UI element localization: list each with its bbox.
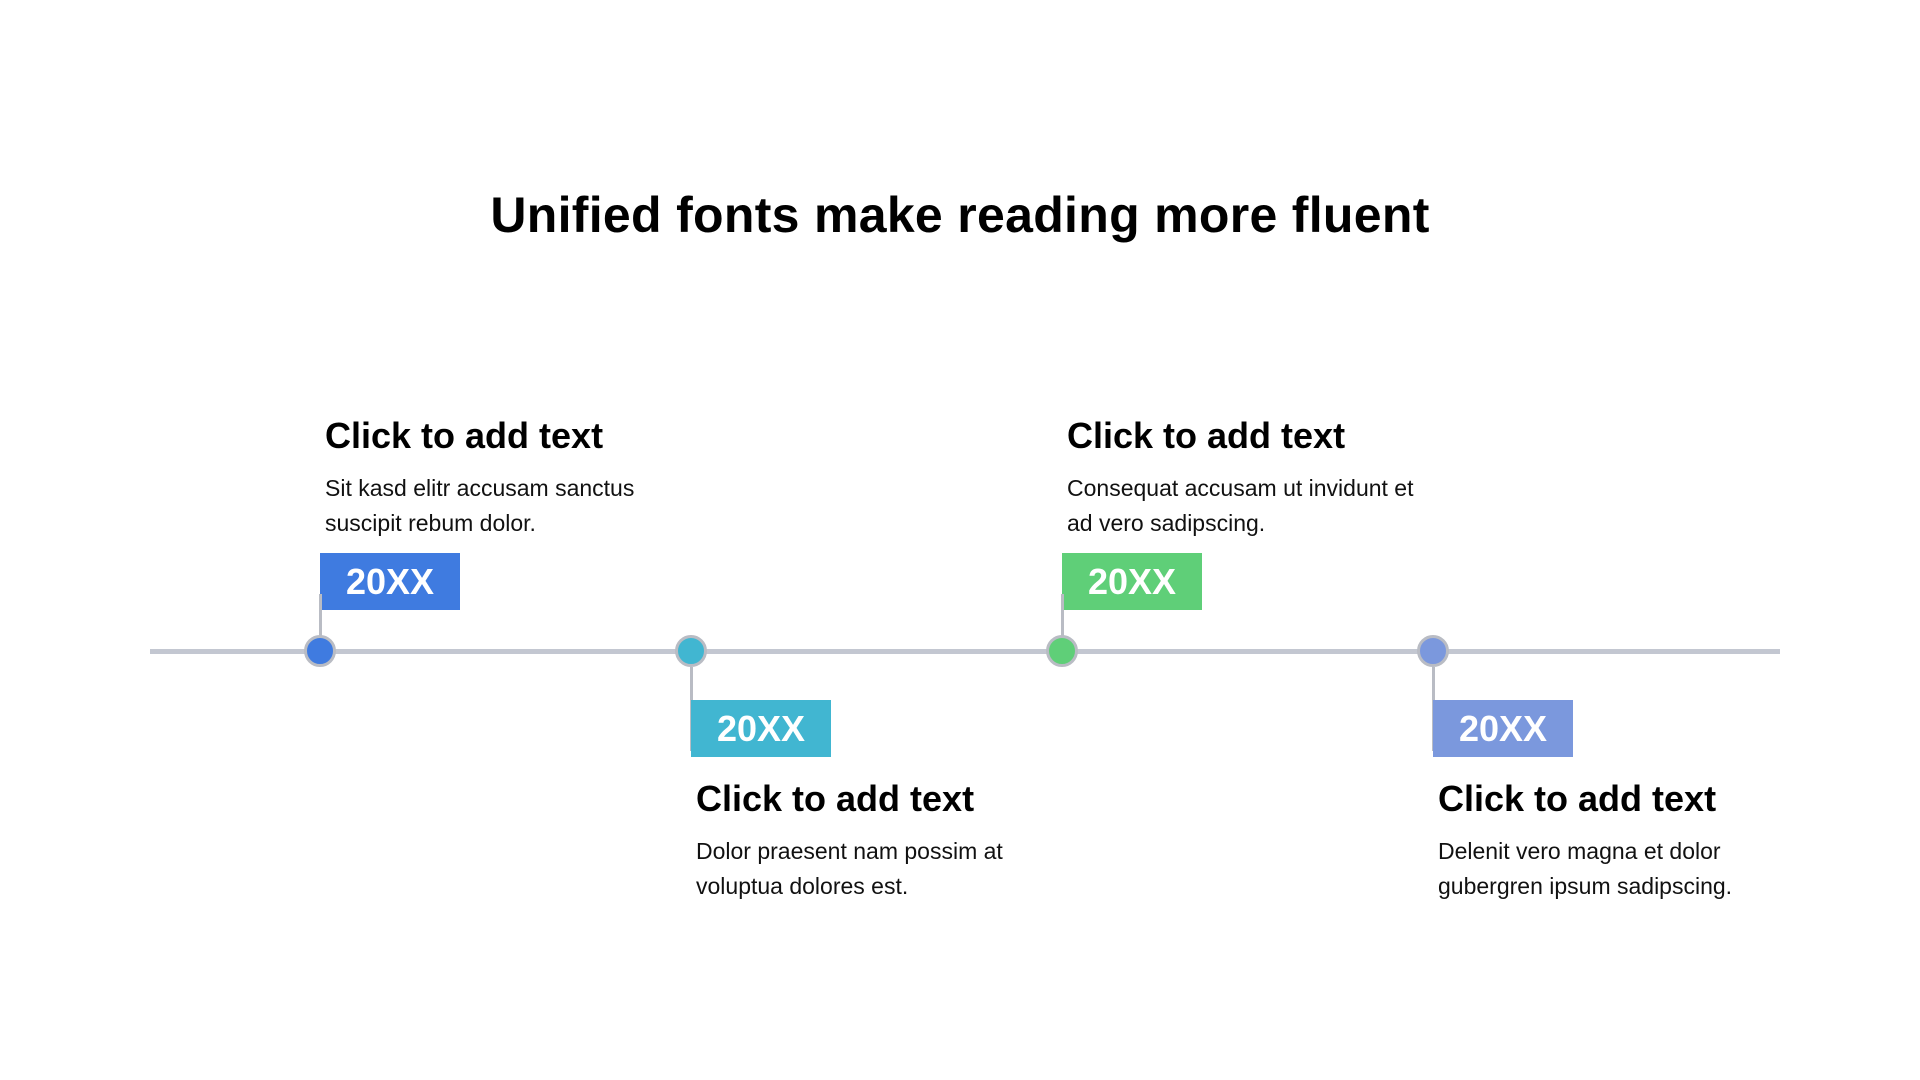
timeline-node bbox=[1417, 635, 1449, 667]
year-tag[interactable]: 20XX bbox=[320, 553, 460, 610]
slide-title: Unified fonts make reading more fluent bbox=[490, 187, 1430, 243]
milestone-description[interactable]: Sit kasd elitr accusam sanctus suscipit … bbox=[325, 475, 635, 536]
milestone-description[interactable]: Consequat accusam ut invidunt et ad vero… bbox=[1067, 475, 1414, 536]
milestone-description[interactable]: Delenit vero magna et dolor gubergren ip… bbox=[1438, 838, 1733, 899]
milestone-heading[interactable]: Click to add text bbox=[1067, 415, 1346, 456]
milestone-heading[interactable]: Click to add text bbox=[325, 415, 604, 456]
year-tag[interactable]: 20XX bbox=[691, 700, 831, 757]
connector-line bbox=[1061, 594, 1064, 636]
timeline-node bbox=[304, 635, 336, 667]
timeline-node bbox=[1046, 635, 1078, 667]
timeline-node bbox=[675, 635, 707, 667]
milestone-heading[interactable]: Click to add text bbox=[696, 778, 975, 819]
connector-line bbox=[319, 594, 322, 636]
timeline-axis bbox=[150, 649, 1780, 654]
year-tag[interactable]: 20XX bbox=[1062, 553, 1202, 610]
milestone-heading[interactable]: Click to add text bbox=[1438, 778, 1717, 819]
milestone-description[interactable]: Dolor praesent nam possim at voluptua do… bbox=[696, 838, 1003, 899]
year-tag[interactable]: 20XX bbox=[1433, 700, 1573, 757]
